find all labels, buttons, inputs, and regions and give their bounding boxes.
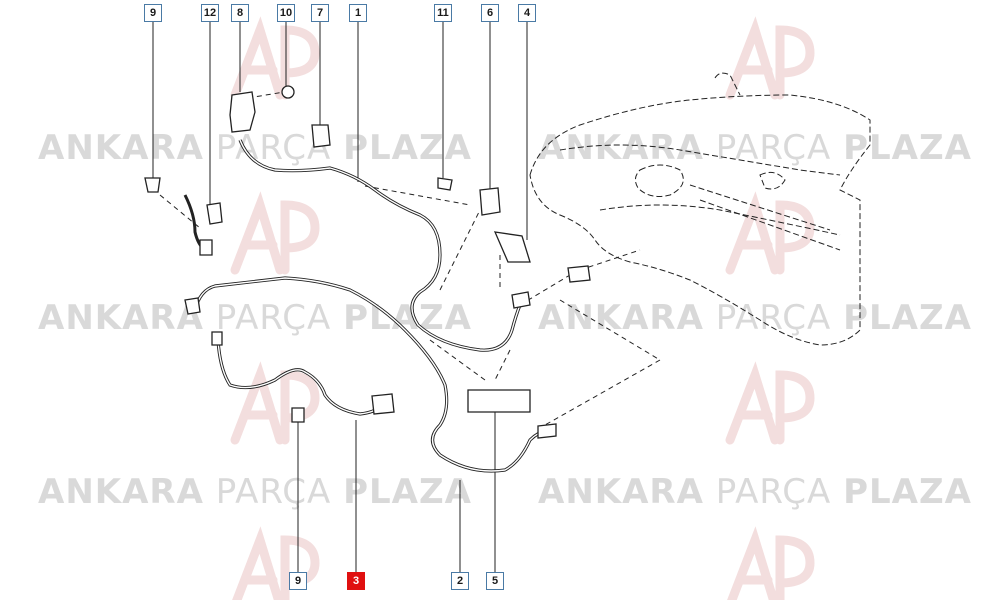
watermark-text: ANKARA PARÇA PLAZA xyxy=(538,298,972,338)
callout-3-highlighted[interactable]: 3 xyxy=(347,572,365,590)
watermark-text: ANKARA PARÇA PLAZA xyxy=(538,472,972,512)
callout-10[interactable]: 10 xyxy=(277,4,295,22)
callout-6[interactable]: 6 xyxy=(481,4,499,22)
watermark-logo-icon xyxy=(725,361,815,445)
watermark-logo-icon xyxy=(725,16,815,100)
callout-2[interactable]: 2 xyxy=(451,572,469,590)
callout-8[interactable]: 8 xyxy=(231,4,249,22)
dashed-guides xyxy=(159,91,661,426)
callout-9[interactable]: 9 xyxy=(144,4,162,22)
callout-9-bottom[interactable]: 9 xyxy=(289,572,307,590)
fuel-line-3 xyxy=(216,339,387,416)
watermark-text: ANKARA PARÇA PLAZA xyxy=(38,128,472,168)
callout-7[interactable]: 7 xyxy=(311,4,329,22)
watermark-logo-icon xyxy=(725,191,815,275)
watermark-text: ANKARA PARÇA PLAZA xyxy=(38,298,472,338)
watermark-logo-icon xyxy=(727,526,815,600)
clip-parts xyxy=(144,85,591,439)
callout-1[interactable]: 1 xyxy=(349,4,367,22)
watermark-text: ANKARA PARÇA PLAZA xyxy=(538,128,972,168)
callout-12[interactable]: 12 xyxy=(201,4,219,22)
watermark-logo-icon xyxy=(230,191,320,275)
underbody-outline xyxy=(529,72,871,346)
callout-11[interactable]: 11 xyxy=(434,4,452,22)
callout-4[interactable]: 4 xyxy=(518,4,536,22)
callout-5[interactable]: 5 xyxy=(486,572,504,590)
watermark-logo-icon xyxy=(230,16,320,100)
fuel-line-1 xyxy=(238,139,522,352)
leader-lines xyxy=(152,22,528,572)
watermark-text: ANKARA PARÇA PLAZA xyxy=(38,472,472,512)
